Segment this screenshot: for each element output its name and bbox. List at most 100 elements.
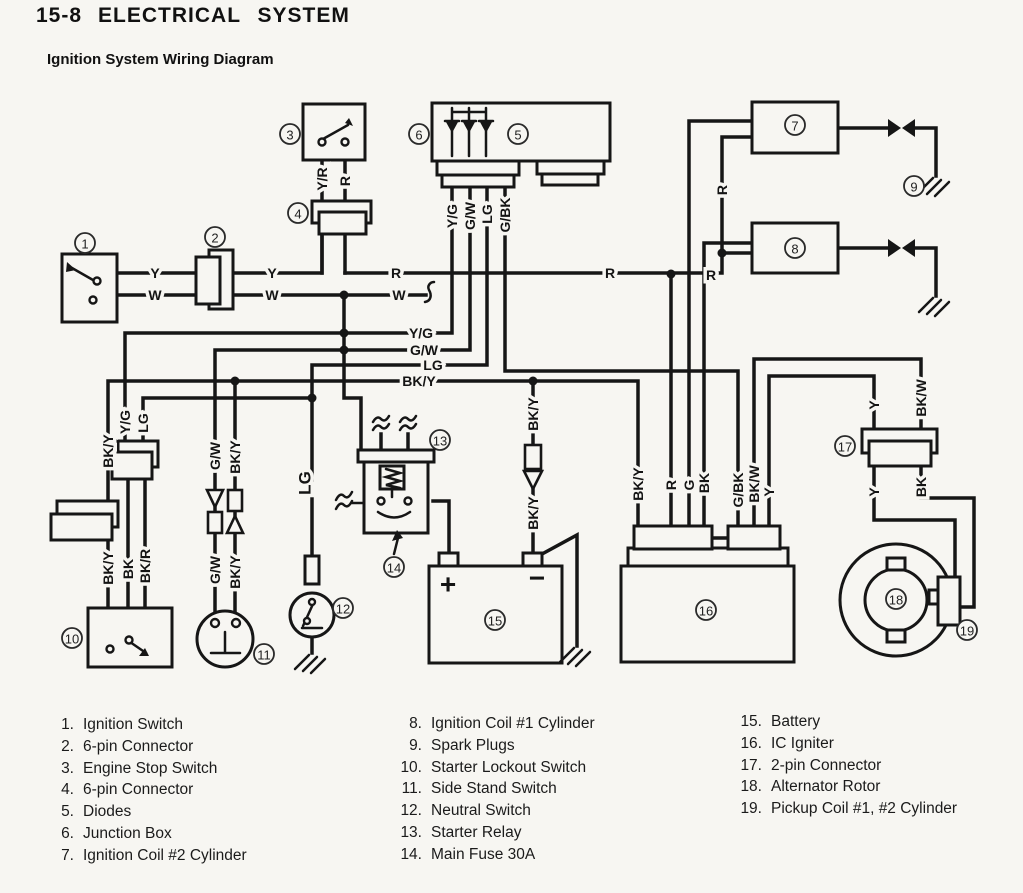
legend-label: Starter Relay bbox=[431, 823, 522, 841]
marker-starter-lockout: 10 bbox=[61, 627, 83, 649]
svg-text:9: 9 bbox=[910, 180, 917, 195]
legend-label: IC Igniter bbox=[771, 734, 834, 752]
legend-number: 5. bbox=[61, 803, 74, 821]
wire-label: W bbox=[265, 287, 279, 303]
legend-number: 11. bbox=[401, 780, 422, 798]
wire-label: BK/R bbox=[137, 549, 153, 583]
legend-item: 16.IC Igniter bbox=[718, 733, 957, 755]
battery-post-positive bbox=[437, 551, 460, 568]
ignition-switch-contact bbox=[88, 295, 98, 305]
engine-stop-switch-box bbox=[301, 102, 367, 162]
marker-battery: 15 bbox=[484, 609, 506, 631]
ignition-switch-contact bbox=[92, 276, 102, 286]
junction-connector-left-back bbox=[435, 159, 521, 177]
wire-label: Y bbox=[866, 400, 882, 410]
legend-number: 15. bbox=[740, 713, 762, 730]
wire-label: BK/Y bbox=[100, 434, 116, 468]
relay-terminal-break bbox=[398, 414, 418, 432]
wire-label: LG bbox=[423, 357, 443, 373]
wire-label: BK/W bbox=[913, 379, 929, 417]
svg-text:2: 2 bbox=[211, 231, 218, 246]
sidestand-diode-down bbox=[204, 488, 226, 511]
wire-label: G/BK bbox=[730, 473, 746, 508]
junction-dot bbox=[339, 328, 349, 338]
relay-terminal-break bbox=[371, 414, 391, 432]
legend-number: 6. bbox=[61, 824, 74, 842]
legend-item: 18. Alternator Rotor bbox=[718, 776, 957, 798]
section-number: 15-8 bbox=[36, 4, 83, 27]
ground-symbol-battery bbox=[558, 646, 592, 668]
igniter-connector-right bbox=[726, 524, 782, 551]
wire-label: LG bbox=[479, 204, 495, 224]
wire-w-branch-to-relay bbox=[342, 293, 363, 454]
legend-label: Alternator Rotor bbox=[771, 778, 881, 796]
neutral-switch bbox=[288, 591, 336, 639]
marker-pickup-coil: 19 bbox=[956, 619, 978, 641]
wiring-diagram: Y W Y W R W R R Y/G G/W LG BK/Y Y/R R Y/… bbox=[49, 100, 978, 675]
spark-plug-gap bbox=[888, 239, 901, 257]
legend-item: 6.Junction Box bbox=[40, 823, 247, 845]
marker-spark-plugs: 9 bbox=[903, 175, 925, 197]
legend-label: Pickup Coil #1, #2 Cylinder bbox=[771, 800, 958, 818]
svg-text:18: 18 bbox=[889, 593, 903, 608]
legend-label: Spark Plugs bbox=[431, 736, 515, 754]
component-shapes bbox=[49, 100, 962, 675]
legend-column-3: 15.Battery 16.IC Igniter 17.2-pin Connec… bbox=[718, 711, 957, 820]
diode-triangle bbox=[480, 122, 492, 133]
wire-label: BK/Y bbox=[100, 551, 116, 585]
wire-label: G/W bbox=[462, 201, 478, 230]
marker-junction-box: 6 bbox=[408, 123, 430, 145]
legend-number: 18. bbox=[740, 778, 762, 796]
sidestand-diode-up bbox=[224, 512, 246, 535]
junction-dot bbox=[230, 376, 240, 386]
svg-text:12: 12 bbox=[336, 602, 350, 617]
legend-label: Battery bbox=[771, 713, 821, 730]
battery-minus-sign: − bbox=[529, 563, 545, 594]
legend-label: Ignition Coil #1 Cylinder bbox=[431, 715, 595, 732]
wire-label: Y/G bbox=[117, 410, 133, 434]
sidestand-contact bbox=[209, 630, 242, 655]
starter-relay-plate bbox=[356, 448, 436, 464]
starter-relay-coil bbox=[381, 467, 405, 499]
main-fuse-arrowhead bbox=[392, 530, 403, 541]
neutral-contact bbox=[302, 616, 312, 626]
wire-label: BK/Y bbox=[630, 467, 646, 501]
legend-item: 9.Spark Plugs bbox=[380, 735, 595, 757]
wire-label: Y/G bbox=[409, 325, 433, 341]
legend-number: 17. bbox=[740, 756, 762, 774]
wire-label: R bbox=[714, 185, 730, 195]
junction-dots bbox=[230, 248, 727, 403]
lockout-connector-v-front bbox=[110, 450, 154, 481]
fuse-connector bbox=[523, 443, 543, 471]
connector4-front bbox=[317, 210, 368, 236]
marker-connector-2: 2 bbox=[204, 226, 226, 248]
wire-lg-bus bbox=[141, 182, 489, 559]
lockout-arrow bbox=[139, 648, 149, 656]
engine-stop-arm bbox=[321, 123, 350, 141]
main-fuse-pointer bbox=[392, 536, 400, 556]
spark-plug-gap bbox=[902, 119, 915, 137]
fuse-diode bbox=[521, 469, 545, 492]
wire-gw-bus bbox=[213, 182, 472, 622]
marker-ignition-switch: 1 bbox=[74, 232, 96, 254]
junction-dot bbox=[339, 290, 349, 300]
legend-column-1: 1.Ignition Switch 2.6-pin Connector 3.En… bbox=[40, 714, 247, 867]
legend-number: 14. bbox=[400, 845, 422, 863]
legend-item: 13.Starter Relay bbox=[380, 822, 595, 844]
legend-number: 7. bbox=[61, 846, 74, 864]
marker-coil-1: 8 bbox=[784, 237, 806, 259]
connector2-front bbox=[194, 255, 222, 306]
battery-post-negative bbox=[521, 551, 544, 568]
legend-item: 8.Ignition Coil #1 Cylinder bbox=[380, 713, 595, 735]
sidestand-pin bbox=[230, 617, 242, 629]
diode-triangle bbox=[446, 122, 458, 133]
component-markers: 1 2 3 4 5 6 7 8 9 10 11 12 13 14 15 16 1… bbox=[61, 114, 978, 665]
legend-number: 3. bbox=[61, 759, 74, 777]
wire-label: BK/Y bbox=[227, 440, 243, 474]
svg-text:11: 11 bbox=[257, 648, 271, 663]
marker-starter-relay: 13 bbox=[429, 429, 451, 451]
ground-symbol-neutral bbox=[293, 653, 327, 675]
wire-battery-ground bbox=[539, 532, 579, 648]
marker-ic-igniter: 16 bbox=[695, 599, 717, 621]
